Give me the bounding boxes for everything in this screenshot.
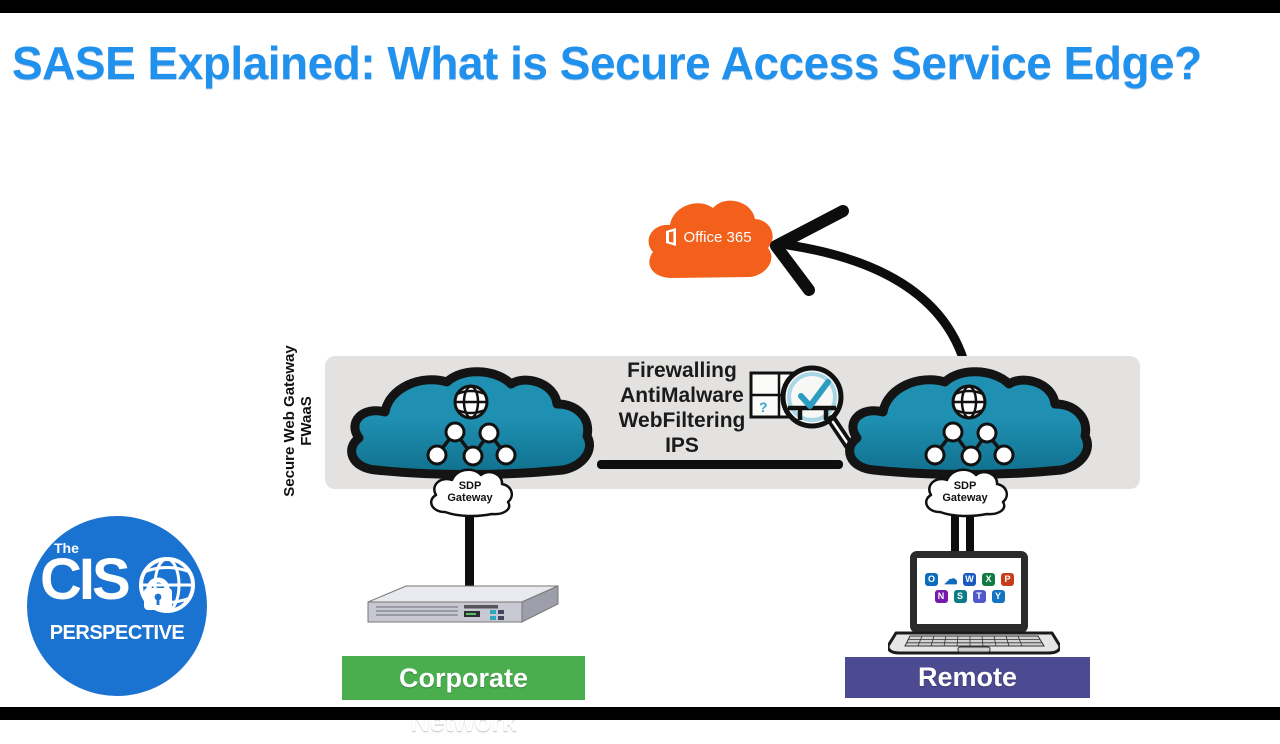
ciso-perspective-logo: The CIS PERSPECTIVE <box>27 516 207 696</box>
app-icon-excel: X <box>982 573 995 586</box>
sdp-line2: Gateway <box>942 492 988 504</box>
server-appliance-icon <box>367 585 559 623</box>
traffic-arrow-icon <box>770 205 971 373</box>
sase-cloud-right <box>845 367 1092 479</box>
app-icon-word: W <box>963 573 976 586</box>
app-icon-skype: S <box>953 590 967 603</box>
cloud-connector-line <box>597 460 843 469</box>
inspection-magnifier-icon: ? <box>749 365 857 455</box>
bottom-letterbox-bar <box>0 707 1280 720</box>
app-icon-onedrive: ☁ <box>944 573 957 586</box>
sdp-gateway-label-right: SDP Gateway <box>920 480 1010 504</box>
corporate-cable <box>465 505 474 600</box>
security-function: AntiMalware <box>620 384 744 407</box>
remote-cable-2 <box>966 498 974 558</box>
top-letterbox-bar <box>0 0 1280 13</box>
app-icon-onenote: N <box>934 590 948 603</box>
page-title: SASE Explained: What is Secure Access Se… <box>12 37 1202 89</box>
remote-banner: Remote <box>845 657 1090 698</box>
app-icon-powerpoint: P <box>1001 573 1014 586</box>
app-icon-outlook: O <box>925 573 938 586</box>
sdp-line2: Gateway <box>447 492 493 504</box>
side-label-line1: Secure Web Gateway <box>281 345 298 497</box>
office365-cloud-icon <box>648 200 773 278</box>
laptop-icon <box>888 551 1060 655</box>
office365-label-text: Office 365 <box>683 228 752 246</box>
app-icon-teams: T <box>972 590 986 603</box>
office-logo-icon <box>666 228 677 246</box>
sdp-gateway-label-left: SDP Gateway <box>425 480 515 504</box>
sdp-line1: SDP <box>953 480 977 492</box>
logo-the: The <box>54 540 79 556</box>
logo-perspective: PERSPECTIVE <box>49 622 185 644</box>
logo-cis: CIS <box>40 547 131 612</box>
security-function: WebFiltering <box>618 409 746 432</box>
sdp-line1: SDP <box>458 480 482 492</box>
side-label-line2: FWaaS <box>298 396 315 446</box>
security-function: Firewalling <box>627 359 737 382</box>
sdp-gateway-cloud-right <box>924 468 1009 518</box>
office365-label: Office 365 <box>648 228 768 246</box>
svg-text:?: ? <box>759 399 768 415</box>
remote-cable-1 <box>951 498 959 558</box>
globe-lock-icon <box>139 557 195 613</box>
security-functions-list: Firewalling AntiMalware WebFiltering IPS <box>592 358 772 458</box>
sdp-gateway-cloud-left <box>429 468 514 518</box>
corporate-network-banner: Corporate Network <box>342 656 585 737</box>
sase-cloud-left <box>347 367 594 479</box>
security-band-side-label: Secure Web Gateway FWaaS <box>281 336 319 506</box>
security-function: IPS <box>665 434 699 457</box>
app-icon-yammer: Y <box>991 590 1005 603</box>
